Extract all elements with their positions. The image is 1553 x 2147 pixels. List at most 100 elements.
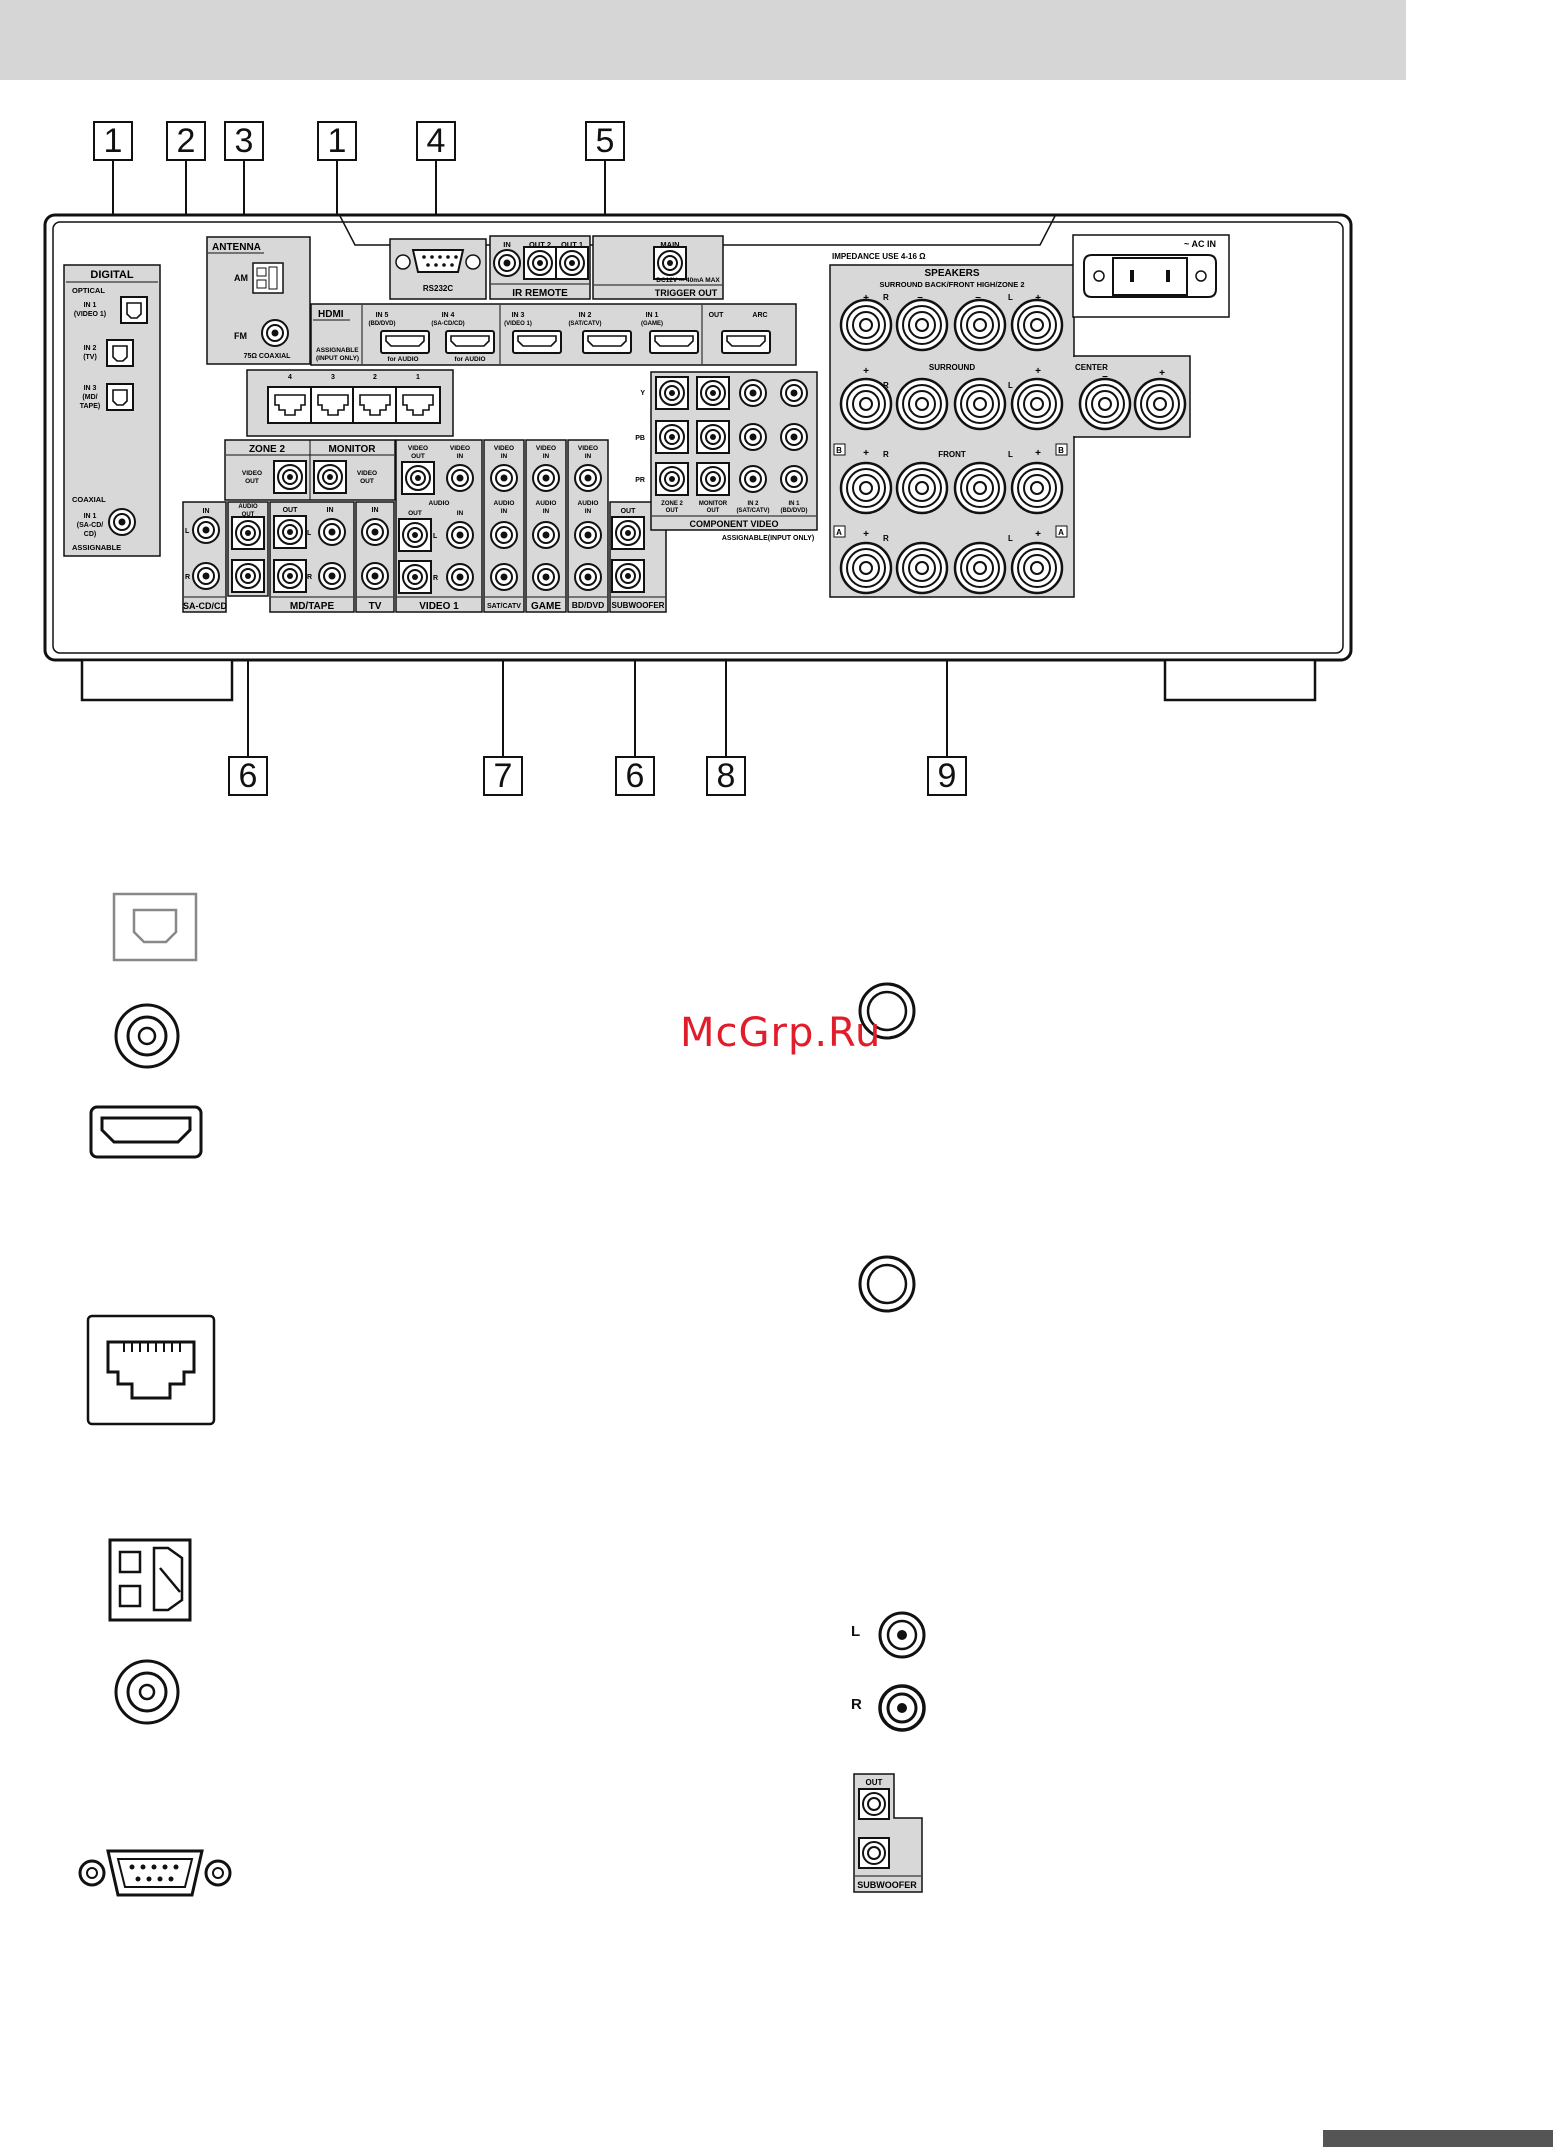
- svg-text:L: L: [1008, 293, 1013, 302]
- am-antenna-terminal-icon: [108, 1538, 192, 1622]
- svg-text:OUT 1: OUT 1: [561, 240, 583, 249]
- svg-text:IN: IN: [457, 453, 464, 460]
- svg-text:OUT: OUT: [666, 508, 679, 514]
- svg-text:+: +: [863, 366, 869, 377]
- svg-text:ASSIGNABLE: ASSIGNABLE: [316, 347, 359, 354]
- legend-r-label: R: [851, 1696, 862, 1713]
- svg-text:75Ω COAXIAL: 75Ω COAXIAL: [244, 353, 292, 360]
- svg-text:IN 3: IN 3: [512, 312, 525, 319]
- svg-text:AUDIO: AUDIO: [536, 500, 557, 507]
- callout-6-right: 6: [615, 756, 655, 796]
- svg-text:Y: Y: [640, 390, 645, 397]
- svg-text:SUBWOOFER: SUBWOOFER: [857, 1880, 917, 1890]
- svg-text:VIDEO: VIDEO: [242, 470, 262, 477]
- audio-jack-red-icon: [878, 1684, 926, 1732]
- svg-text:SAT/CATV: SAT/CATV: [487, 603, 521, 610]
- svg-text:+: +: [1159, 368, 1165, 379]
- svg-text:L: L: [1008, 450, 1013, 459]
- svg-text:CD): CD): [84, 531, 96, 538]
- svg-text:(SAT/CATV): (SAT/CATV): [736, 508, 769, 514]
- svg-text:SURROUND: SURROUND: [929, 363, 975, 372]
- svg-text:(VIDEO 1): (VIDEO 1): [74, 311, 106, 318]
- svg-text:(SAT/CATV): (SAT/CATV): [568, 321, 601, 327]
- svg-text:TAPE): TAPE): [80, 403, 100, 410]
- svg-text:VIDEO: VIDEO: [536, 445, 556, 452]
- callout-8: 8: [706, 756, 746, 796]
- svg-text:IR REMOTE: IR REMOTE: [512, 288, 568, 299]
- svg-text:FM: FM: [234, 331, 247, 341]
- svg-text:MD/TAPE: MD/TAPE: [290, 601, 335, 612]
- svg-text:VIDEO: VIDEO: [357, 470, 377, 477]
- svg-text:OUT: OUT: [866, 1778, 883, 1787]
- svg-text:(VIDEO 1): (VIDEO 1): [504, 321, 532, 327]
- svg-text:for AUDIO: for AUDIO: [387, 356, 418, 363]
- svg-text:(SA-CD/CD): (SA-CD/CD): [431, 321, 464, 327]
- svg-text:IN 1: IN 1: [84, 513, 97, 520]
- svg-text:IN 2: IN 2: [84, 345, 97, 352]
- svg-text:OUT: OUT: [360, 478, 374, 485]
- svg-text:IN 2: IN 2: [579, 312, 592, 319]
- svg-text:A: A: [1058, 528, 1064, 537]
- page-header-band: [0, 0, 1406, 80]
- svg-text:AUDIO: AUDIO: [494, 500, 515, 507]
- svg-text:B: B: [836, 446, 842, 455]
- svg-text:OUT 2: OUT 2: [529, 240, 551, 249]
- svg-text:L: L: [185, 528, 190, 535]
- svg-text:PB: PB: [635, 435, 645, 442]
- svg-text:for AUDIO: for AUDIO: [454, 356, 485, 363]
- svg-text:+: +: [1035, 448, 1041, 459]
- svg-text:IN: IN: [501, 453, 508, 460]
- svg-text:(TV): (TV): [83, 354, 97, 361]
- svg-text:ASSIGNABLE: ASSIGNABLE: [72, 543, 121, 552]
- svg-text:OUT: OUT: [408, 510, 422, 517]
- svg-text:OUT: OUT: [709, 312, 725, 319]
- svg-text:AUDIO: AUDIO: [238, 504, 258, 510]
- svg-text:+: +: [863, 529, 869, 540]
- svg-text:VIDEO: VIDEO: [578, 445, 598, 452]
- svg-text:+: +: [863, 448, 869, 459]
- svg-text:IMPEDANCE USE 4-16 Ω: IMPEDANCE USE 4-16 Ω: [832, 252, 926, 261]
- svg-text:TRIGGER OUT: TRIGGER OUT: [655, 288, 718, 298]
- ir-remote-jack-icon: [858, 982, 916, 1040]
- svg-text:OUT: OUT: [245, 478, 259, 485]
- svg-text:VIDEO: VIDEO: [450, 445, 470, 452]
- svg-text:ANTENNA: ANTENNA: [212, 242, 261, 253]
- svg-text:IN 1: IN 1: [646, 312, 659, 319]
- svg-text:1: 1: [416, 374, 420, 381]
- rear-panel-diagram: DIGITAL OPTICAL IN 1 (VIDEO 1) IN 2 (TV)…: [43, 161, 1353, 756]
- svg-text:4: 4: [288, 374, 292, 381]
- svg-text:–: –: [975, 292, 981, 303]
- svg-text:(BD/DVD): (BD/DVD): [781, 508, 808, 514]
- svg-text:R: R: [883, 381, 889, 390]
- svg-text:RS232C: RS232C: [423, 284, 453, 293]
- callout-6-left: 6: [228, 756, 268, 796]
- svg-text:R: R: [883, 534, 889, 543]
- svg-text:TV: TV: [369, 601, 382, 612]
- digital-title: DIGITAL: [90, 269, 133, 281]
- svg-text:VIDEO: VIDEO: [408, 445, 428, 452]
- svg-text:L: L: [307, 530, 312, 537]
- svg-text:+: +: [1035, 293, 1041, 304]
- svg-text:+: +: [863, 293, 869, 304]
- svg-text:IN 5: IN 5: [376, 312, 389, 319]
- callout-2: 2: [166, 121, 206, 161]
- svg-text:3: 3: [331, 374, 335, 381]
- optical-jack-icon: [112, 892, 198, 962]
- coaxial-jack-icon: [114, 1003, 180, 1069]
- svg-text:ZONE 2: ZONE 2: [661, 501, 683, 507]
- svg-text:R: R: [307, 574, 312, 581]
- svg-text:AUDIO: AUDIO: [578, 500, 599, 507]
- callout-9: 9: [927, 756, 967, 796]
- svg-text:SA-CD/CD: SA-CD/CD: [183, 601, 227, 611]
- svg-text:MONITOR: MONITOR: [328, 444, 376, 455]
- svg-text:IN 2: IN 2: [747, 501, 759, 507]
- svg-text:ZONE 2: ZONE 2: [249, 444, 286, 455]
- svg-text:IN: IN: [543, 453, 550, 460]
- svg-text:IN: IN: [543, 508, 550, 515]
- callout-7: 7: [483, 756, 523, 796]
- audio-jack-white-icon: [878, 1611, 926, 1659]
- svg-text:IN: IN: [457, 510, 464, 517]
- svg-text:PR: PR: [635, 477, 645, 484]
- svg-text:VIDEO 1: VIDEO 1: [419, 601, 459, 612]
- svg-text:DC12V ⎓ 40mA MAX: DC12V ⎓ 40mA MAX: [656, 277, 720, 284]
